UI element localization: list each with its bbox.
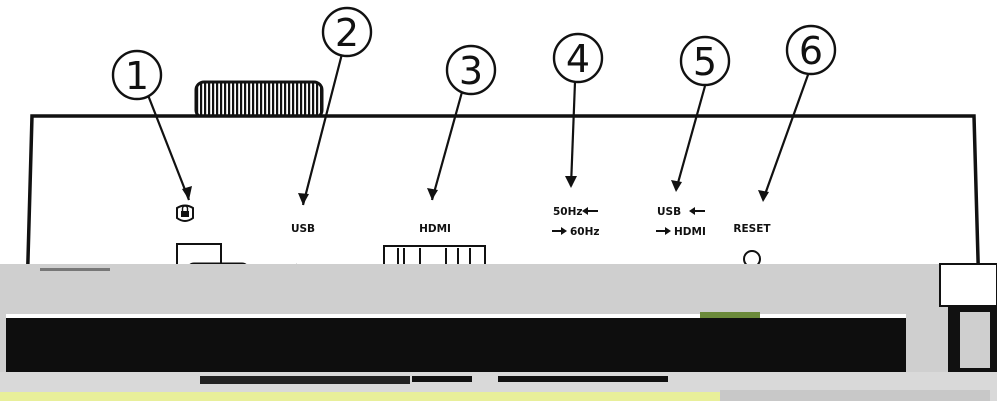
callout-number-4: 4 — [566, 37, 590, 81]
callout-1: 1 — [111, 49, 163, 101]
arrow-right-icon — [552, 227, 567, 235]
label-usb: USB — [291, 223, 315, 235]
callout-4: 4 — [552, 32, 604, 84]
callout-number-6: 6 — [799, 29, 823, 73]
callout-number-5: 5 — [693, 40, 717, 84]
arrow-left-icon — [582, 207, 598, 215]
arrow-right-icon — [656, 227, 671, 235]
label-hdmi: HDMI — [419, 223, 451, 235]
callout-number-1: 1 — [125, 54, 149, 98]
callout-2: 2 — [321, 6, 373, 58]
dial-knob — [194, 80, 324, 120]
leader-line-4 — [569, 81, 577, 187]
callout-3: 3 — [445, 44, 497, 96]
leader-lines — [144, 49, 811, 206]
label-reset: RESET — [733, 223, 771, 235]
leader-line-1 — [144, 89, 191, 201]
leader-line-5 — [674, 85, 707, 191]
leader-line-3 — [430, 91, 464, 201]
callout-6: 6 — [785, 24, 837, 76]
arrow-left-icon — [689, 207, 705, 215]
lock-icon — [176, 204, 194, 222]
leader-arrowheads — [182, 176, 769, 205]
label-usb-mode: USB — [657, 206, 681, 218]
label-hdmi-mode: HDMI — [674, 226, 706, 238]
lower-band — [0, 263, 997, 401]
callout-5: 5 — [679, 35, 731, 87]
leader-line-6 — [761, 71, 811, 201]
callout-number-2: 2 — [335, 11, 359, 55]
callout-number-3: 3 — [459, 49, 483, 93]
label-50hz: 50Hz — [553, 206, 583, 218]
leader-line-2 — [301, 49, 345, 206]
label-60hz: 60Hz — [570, 226, 600, 238]
